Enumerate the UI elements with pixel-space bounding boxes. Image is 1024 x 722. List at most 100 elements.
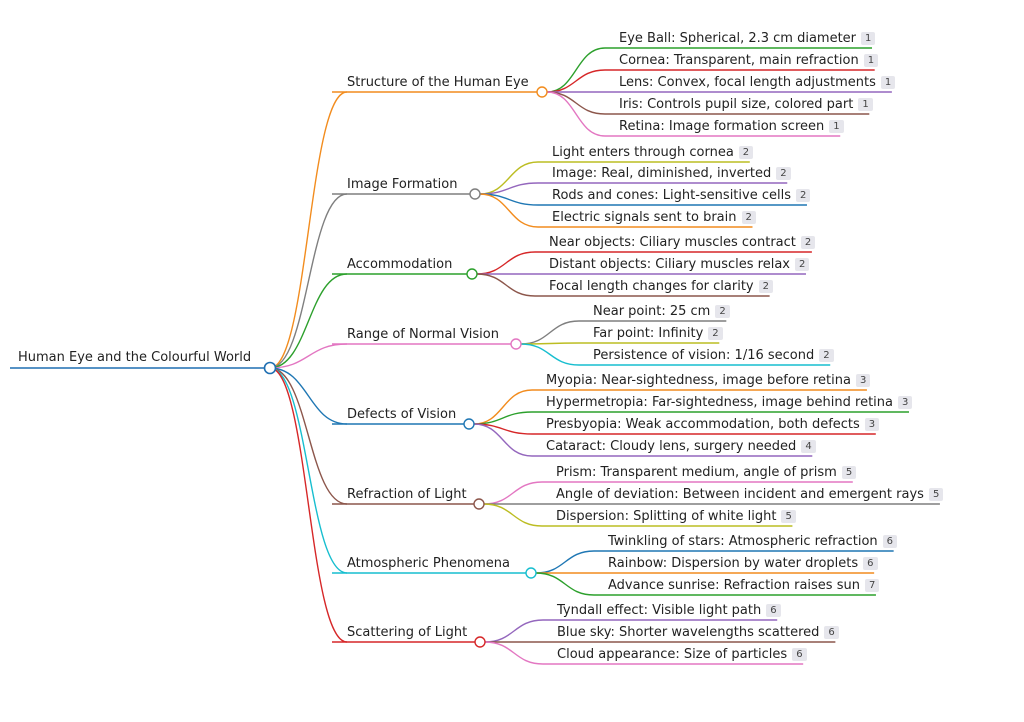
leaf-text: Far point: Infinity xyxy=(593,326,704,341)
leaf-node[interactable]: Rainbow: Dispersion by water droplets 6 xyxy=(608,556,878,572)
leaf-text: Near point: 25 cm xyxy=(593,304,711,319)
leaf-node[interactable]: Distant objects: Ciliary muscles relax 2 xyxy=(549,257,810,273)
leaf-node[interactable]: Presbyopia: Weak accommodation, both def… xyxy=(546,417,880,433)
leaf-connector xyxy=(483,503,543,527)
leaf-connector xyxy=(473,389,533,425)
reference-badge: 2 xyxy=(776,167,791,180)
leaf-node[interactable]: Lens: Convex, focal length adjustments 1 xyxy=(619,75,896,91)
leaf-connector xyxy=(476,251,536,275)
branch-connector xyxy=(269,193,348,369)
collapse-toggle-icon[interactable] xyxy=(463,418,475,430)
branch-connector xyxy=(269,367,348,425)
reference-badge: 6 xyxy=(882,535,898,548)
leaf-text: Myopia: Near-sightedness, image before r… xyxy=(546,373,851,388)
leaf-text: Near objects: Ciliary muscles contract xyxy=(549,235,796,250)
leaf-node[interactable]: Myopia: Near-sightedness, image before r… xyxy=(546,373,871,389)
reference-badge: 6 xyxy=(766,604,781,617)
branch-label[interactable]: Defects of Vision xyxy=(347,407,457,422)
reference-badge: 1 xyxy=(880,76,896,89)
leaf-connector xyxy=(546,47,606,93)
leaf-node[interactable]: Iris: Controls pupil size, colored part 1 xyxy=(619,97,873,113)
leaf-text: Rainbow: Dispersion by water droplets xyxy=(608,556,859,571)
leaf-connector xyxy=(520,343,580,366)
root-collapse-toggle-icon[interactable] xyxy=(263,361,277,375)
branch-connector xyxy=(269,91,348,369)
leaf-connector xyxy=(476,273,536,297)
leaf-connector xyxy=(520,320,580,345)
leaf-node[interactable]: Prism: Transparent medium, angle of pris… xyxy=(556,465,857,481)
collapse-toggle-icon[interactable] xyxy=(536,86,548,98)
leaf-connector xyxy=(546,69,606,93)
reference-badge: 2 xyxy=(795,258,810,271)
leaf-text: Light enters through cornea xyxy=(552,145,734,160)
leaf-text: Iris: Controls pupil size, colored part xyxy=(619,97,854,112)
leaf-text: Distant objects: Ciliary muscles relax xyxy=(549,257,790,272)
leaf-node[interactable]: Hypermetropia: Far-sightedness, image be… xyxy=(546,395,913,411)
collapse-toggle-icon[interactable] xyxy=(466,268,478,280)
leaf-node[interactable]: Tyndall effect: Visible light path 6 xyxy=(557,603,781,619)
reference-badge: 2 xyxy=(819,349,834,362)
branch-connector xyxy=(269,273,348,369)
collapse-toggle-icon[interactable] xyxy=(510,338,522,350)
leaf-text: Rods and cones: Light-sensitive cells xyxy=(552,188,791,203)
reference-badge: 6 xyxy=(863,557,878,570)
leaf-node[interactable]: Rods and cones: Light-sensitive cells 2 xyxy=(552,188,811,204)
leaf-text: Blue sky: Shorter wavelengths scattered xyxy=(557,625,820,640)
branch-label[interactable]: Scattering of Light xyxy=(347,625,468,640)
reference-badge: 1 xyxy=(861,32,876,45)
leaf-node[interactable]: Twinkling of stars: Atmospheric refracti… xyxy=(608,534,898,550)
leaf-node[interactable]: Near point: 25 cm 2 xyxy=(593,304,730,320)
leaf-text: Eye Ball: Spherical, 2.3 cm diameter xyxy=(619,31,857,46)
collapse-toggle-icon[interactable] xyxy=(473,498,485,510)
reference-badge: 6 xyxy=(792,648,807,661)
leaf-node[interactable]: Blue sky: Shorter wavelengths scattered 6 xyxy=(557,625,839,641)
collapse-toggle-icon[interactable] xyxy=(474,636,486,648)
reference-badge: 1 xyxy=(858,98,873,111)
reference-badge: 6 xyxy=(824,626,839,639)
branch-label[interactable]: Refraction of Light xyxy=(347,487,467,502)
branch-label[interactable]: Range of Normal Vision xyxy=(347,327,499,342)
branch-label[interactable]: Accommodation xyxy=(347,257,453,272)
leaf-connector xyxy=(535,572,595,596)
leaf-text: Twinkling of stars: Atmospheric refracti… xyxy=(608,534,878,549)
leaf-node[interactable]: Focal length changes for clarity 2 xyxy=(549,279,773,295)
reference-badge: 1 xyxy=(863,54,879,67)
reference-badge: 2 xyxy=(758,280,773,293)
branch-label[interactable]: Atmospheric Phenomena xyxy=(347,556,511,571)
leaf-text: Electric signals sent to brain xyxy=(552,210,737,225)
branch-label[interactable]: Image Formation xyxy=(347,177,458,192)
collapse-toggle-icon[interactable] xyxy=(469,188,481,200)
branch-label[interactable]: Structure of the Human Eye xyxy=(347,75,529,90)
branch-connector xyxy=(269,367,348,574)
reference-badge: 2 xyxy=(795,189,811,202)
leaf-connector xyxy=(483,481,543,505)
root-node-label[interactable]: Human Eye and the Colourful World xyxy=(18,350,252,365)
branch-connector xyxy=(269,343,348,369)
branch-connector xyxy=(269,367,348,643)
reference-badge: 3 xyxy=(864,418,880,431)
leaf-text: Focal length changes for clarity xyxy=(549,279,754,294)
leaf-text: Retina: Image formation screen xyxy=(619,119,825,134)
leaf-text: Hypermetropia: Far-sightedness, image be… xyxy=(546,395,893,410)
reference-badge: 3 xyxy=(855,374,871,387)
leaf-node[interactable]: Angle of deviation: Between incident and… xyxy=(556,487,944,503)
leaf-node[interactable]: Eye Ball: Spherical, 2.3 cm diameter 1 xyxy=(619,31,876,47)
leaf-text: Tyndall effect: Visible light path xyxy=(557,603,762,618)
leaf-text: Lens: Convex, focal length adjustments xyxy=(619,75,876,90)
collapse-toggle-icon[interactable] xyxy=(525,567,537,579)
reference-badge: 2 xyxy=(715,305,730,318)
